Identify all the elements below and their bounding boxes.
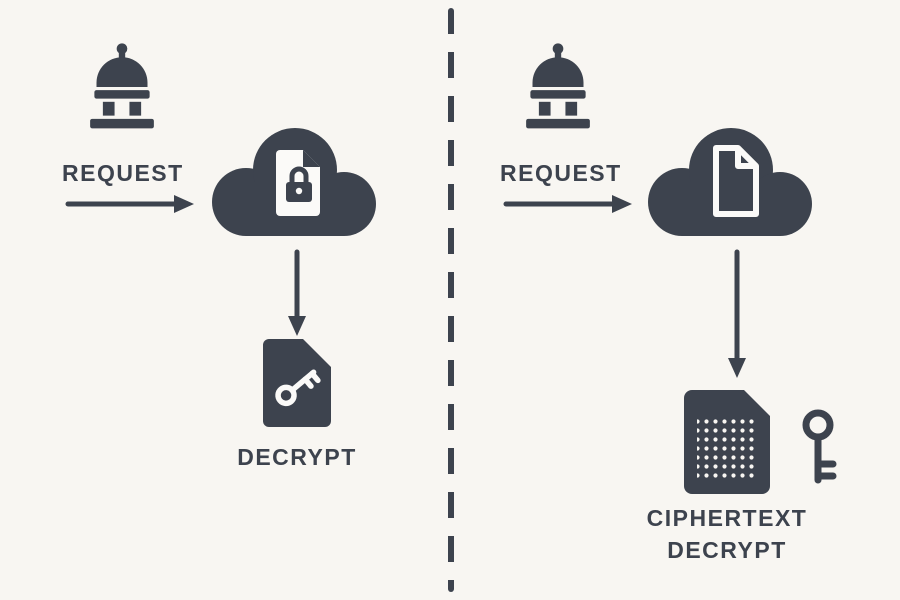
arrow-right-icon-left [64,190,198,218]
cloud-locked-document-icon [200,116,390,242]
request-label-left: REQUEST [62,160,184,186]
government-building-icon [88,42,156,134]
ciphertext-label: CIPHERTEXT [646,505,808,531]
key-icon [792,408,844,486]
arrow-down-icon-left [283,248,311,340]
dashed-divider [448,8,454,592]
request-label-right: REQUEST [500,160,622,186]
ciphertext-document-icon [684,390,770,494]
decrypt-label-left: DECRYPT [237,444,357,470]
key-document-icon [263,338,331,428]
decrypt-label-right: DECRYPT [667,537,787,563]
cloud-document-icon [636,116,826,242]
arrow-right-icon-right [502,190,636,218]
arrow-down-icon-right [723,248,751,382]
government-building-icon-right [524,42,592,134]
